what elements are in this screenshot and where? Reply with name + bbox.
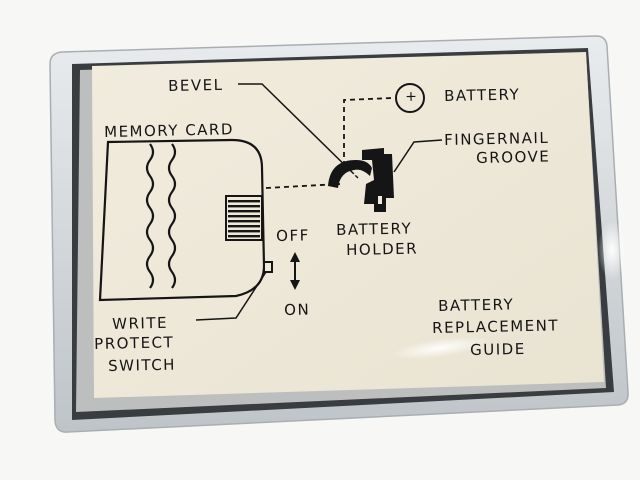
- memory-card-label: MEMORY CARD: [103, 120, 235, 141]
- bevel-label: BEVEL: [167, 75, 224, 95]
- guide-title-line-3: GUIDE: [469, 339, 526, 359]
- card-connector: [225, 195, 263, 241]
- battery-label: BATTERY: [443, 85, 521, 105]
- write-protect-leader: [195, 271, 267, 321]
- groove-label: GROOVE: [475, 147, 551, 167]
- battery-symbol: [395, 83, 425, 113]
- glare-reflection-right: [598, 220, 626, 280]
- guide-card: [92, 52, 604, 398]
- write-protect-switch: [263, 261, 273, 273]
- dashed-connectors: [265, 97, 393, 189]
- protect-label: PROTECT: [93, 333, 175, 353]
- off-on-arrow: [290, 252, 300, 290]
- battery-plus-sign: +: [405, 88, 418, 105]
- bevel-leader: [238, 83, 359, 179]
- battery-holder-label-1: BATTERY: [335, 219, 413, 239]
- guide-title-line-2: REPLACEMENT: [431, 316, 560, 337]
- battery-holder-label-2: HOLDER: [345, 239, 419, 259]
- fingernail-label: FINGERNAIL: [443, 128, 550, 149]
- off-label: OFF: [275, 226, 310, 245]
- write-label: WRITE: [111, 313, 169, 333]
- switch-label: SWITCH: [107, 355, 177, 375]
- fingernail-leader: [393, 139, 443, 173]
- glare-reflection: [390, 336, 490, 360]
- guide-title-line-1: BATTERY: [437, 295, 515, 315]
- on-label: ON: [283, 300, 311, 319]
- battery-holder-drawing: [328, 148, 394, 212]
